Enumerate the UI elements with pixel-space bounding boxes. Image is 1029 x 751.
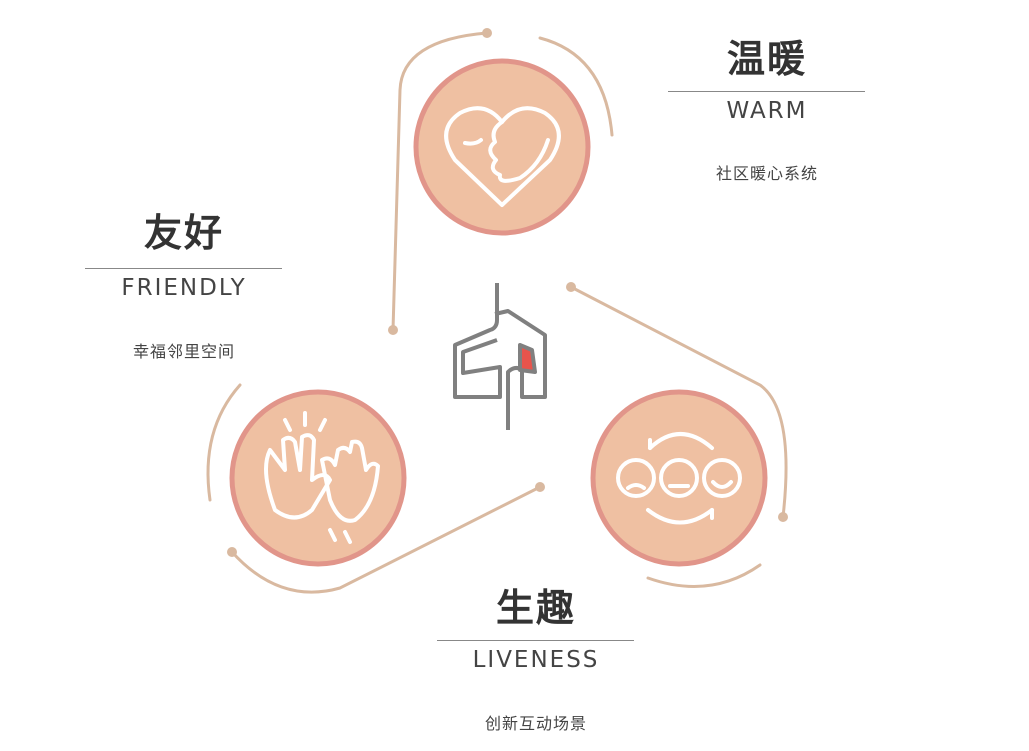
divider xyxy=(85,268,282,269)
friendly-title-en: FRIENDLY xyxy=(121,275,247,301)
divider xyxy=(668,91,865,92)
divider xyxy=(437,640,634,641)
warm-subtitle: 社区暖心系统 xyxy=(715,164,818,183)
connector-dot xyxy=(388,325,398,335)
connector-dot xyxy=(482,28,492,38)
connector-dot xyxy=(535,482,545,492)
liveness-circle xyxy=(590,389,768,567)
arc-friendly xyxy=(206,383,242,502)
warm-title-zh: 温暖 xyxy=(726,37,807,81)
connector-friendly-warm xyxy=(391,31,489,332)
connector-warm-liveness xyxy=(569,285,788,519)
arc-liveness xyxy=(646,563,762,588)
connector-liveness-friendly xyxy=(230,485,542,594)
high-five-hands-icon xyxy=(264,411,380,544)
liveness-subtitle: 创新互动场景 xyxy=(484,714,587,733)
connector-dot xyxy=(566,282,576,292)
warm-circle xyxy=(413,58,591,236)
connector-dot xyxy=(778,512,788,522)
liveness-title-zh: 生趣 xyxy=(495,586,576,630)
liveness-title-en: LIVENESS xyxy=(472,647,600,673)
connector-dot xyxy=(227,547,237,557)
friendly-subtitle: 幸福邻里空间 xyxy=(132,342,235,361)
heart-face-icon xyxy=(444,106,561,207)
warm-title-en: WARM xyxy=(726,98,808,124)
community-house-logo xyxy=(453,283,547,430)
friendly-title-zh: 友好 xyxy=(143,211,224,255)
cycling-faces-icon xyxy=(616,432,742,525)
arc-warm xyxy=(538,36,614,137)
